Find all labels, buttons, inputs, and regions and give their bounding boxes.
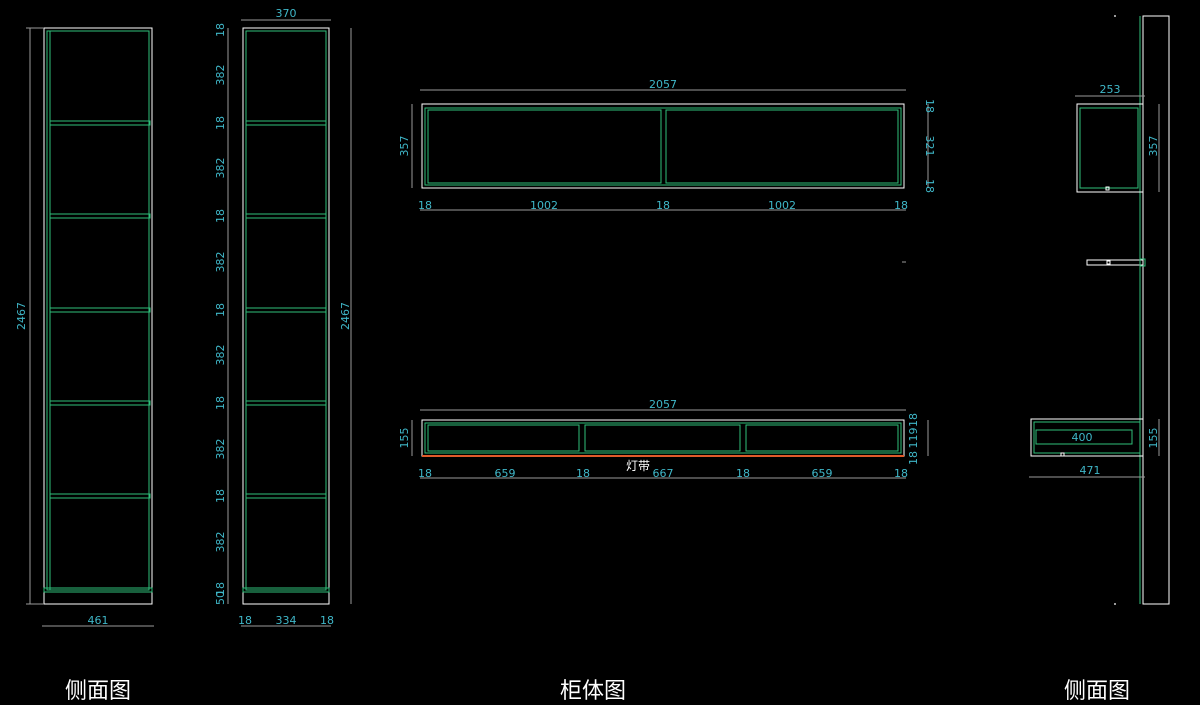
tall-front-vdim: 18 (214, 582, 227, 596)
tall-front-vdim: 382 (214, 65, 227, 86)
wall-cabinet-rdim: 18 (923, 179, 936, 193)
wall-cabinet-width-dim: 2057 (649, 78, 677, 91)
tall-front-vdim: 382 (214, 439, 227, 460)
wall-cabinet-rdim: 321 (923, 136, 936, 157)
tall-side-height-dim: 2467 (15, 302, 28, 330)
title-cabinet-view: 柜体图 (560, 679, 626, 704)
tall-front-vdim: 382 (214, 345, 227, 366)
right-tv-cabinet-depth-dim: 471 (1080, 464, 1101, 477)
wall-cabinet-height-dim: 357 (398, 136, 411, 157)
wall-cabinet-front-view: 2057 357 18 321 18 18 1002 18 1002 18 (398, 78, 936, 263)
tall-front-vdim: 18 (214, 209, 227, 223)
tall-front-top-width-dim: 370 (276, 7, 297, 20)
tv-cabinet-rdim: 18 (907, 451, 920, 465)
tv-cabinet-width-dim: 2057 (649, 398, 677, 411)
tall-front-vdim: 18 (214, 396, 227, 410)
tall-front-vdim: 382 (214, 532, 227, 553)
right-tv-cabinet-height-dim: 155 (1147, 428, 1160, 449)
wall-cabinet-rdim: 18 (923, 99, 936, 113)
tall-front-vdim: 18 (214, 23, 227, 37)
tv-cabinet-bdim: 659 (812, 467, 833, 480)
light-strip-label: 灯带 (626, 459, 650, 473)
tv-cabinet-bdim: 667 (653, 467, 674, 480)
wall-cabinet-bdim: 1002 (530, 199, 558, 212)
right-tv-cabinet-inner-dim: 400 (1072, 431, 1093, 444)
title-side-view-left: 侧面图 (65, 679, 131, 704)
tv-cabinet-bdim: 659 (495, 467, 516, 480)
right-side-view: 253 357 400 155 471 (1029, 15, 1170, 605)
tv-cabinet-bdim: 18 (736, 467, 750, 480)
tv-cabinet-bdim: 18 (576, 467, 590, 480)
right-wall-cabinet-height-dim: 357 (1147, 136, 1160, 157)
right-wall-cabinet-depth-dim: 253 (1100, 83, 1121, 96)
tall-cabinet-side-view: 2467 461 (15, 27, 154, 627)
tall-side-width-dim: 461 (88, 614, 109, 627)
tall-front-vdim: 18 (214, 116, 227, 130)
wall-cabinet-bdim: 18 (418, 199, 432, 212)
tv-cabinet-bdim: 18 (418, 467, 432, 480)
tall-cabinet-front-view: 370 2467 18 382 18 382 18 382 18 382 18 … (214, 7, 352, 627)
tv-cabinet-rdim: 18 (907, 413, 920, 427)
tv-cabinet-bdim: 18 (894, 467, 908, 480)
tv-cabinet-height-dim: 155 (398, 428, 411, 449)
wall-cabinet-bdim: 1002 (768, 199, 796, 212)
tall-front-vdim: 50 (214, 591, 227, 605)
wall-cabinet-bdim: 18 (656, 199, 670, 212)
tall-front-bdim: 18 (320, 614, 334, 627)
tall-front-height-dim: 2467 (339, 302, 352, 330)
tv-cabinet-front-view: 灯带 2057 155 18 119 18 18 659 18 667 18 6… (398, 398, 929, 480)
tall-front-vdim: 382 (214, 158, 227, 179)
wall-cabinet-bdim: 18 (894, 199, 908, 212)
tall-front-vdim: 382 (214, 252, 227, 273)
tv-cabinet-rdim: 119 (907, 428, 920, 449)
tall-front-bdim: 18 (238, 614, 252, 627)
tall-front-bdim: 334 (276, 614, 297, 627)
tall-front-vdim: 18 (214, 489, 227, 503)
tall-front-vdim: 18 (214, 303, 227, 317)
title-side-view-right: 侧面图 (1064, 679, 1130, 704)
